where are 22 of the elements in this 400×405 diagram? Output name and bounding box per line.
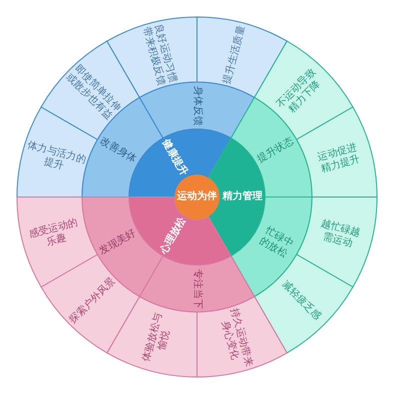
detail-label: 体力与活力的提升 bbox=[24, 139, 88, 174]
detail-label: 感受运动的乐趣 bbox=[26, 216, 80, 250]
detail-label: 提升生活质量 bbox=[221, 23, 249, 86]
category-label: 健康提升 bbox=[158, 136, 190, 180]
detail-label: 持久运动带来身心变化 bbox=[218, 306, 255, 370]
detail-label: 不运动导致精力下降 bbox=[274, 66, 324, 117]
detail-label: 体验放松与愉悦 bbox=[140, 311, 174, 366]
detail-label: 越忙碌越需运动 bbox=[319, 218, 363, 252]
subcategory-label: 忙碌中的放松 bbox=[256, 224, 296, 262]
category-label: 精力管理 bbox=[221, 191, 264, 203]
detail-label: 探索户外风景 bbox=[66, 275, 118, 328]
subcategory-label: 发现美好 bbox=[96, 226, 139, 259]
subcategory-label: 提升状态 bbox=[254, 135, 298, 168]
detail-label: 良好运动习惯带来积极反馈 bbox=[139, 21, 178, 88]
detail-label: 减轻疲乏感 bbox=[279, 278, 324, 324]
subcategory-label: 专注当下 bbox=[191, 268, 203, 310]
detail-label: 即使简单拉伸或散步也有益 bbox=[62, 62, 124, 124]
category-label: 心理放松 bbox=[158, 215, 190, 258]
subcategory-label: 身体反馈 bbox=[191, 84, 203, 128]
hub-label: 运动为伴 bbox=[176, 191, 218, 203]
detail-label: 运动促进精力提升 bbox=[316, 142, 363, 176]
subcategory-label: 改善身体 bbox=[96, 135, 140, 168]
